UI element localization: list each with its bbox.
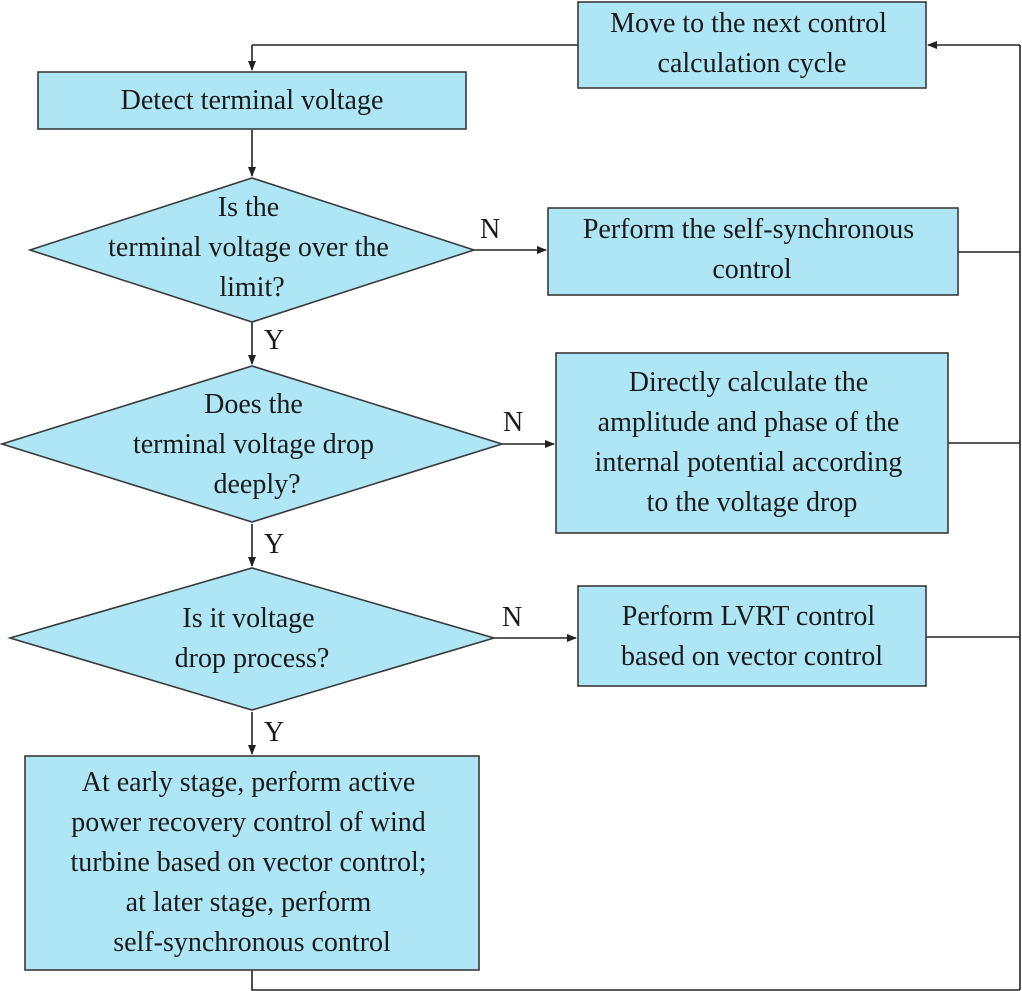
label-yes-over-limit: Y [264, 325, 284, 356]
recovery-line-4: at later stage, perform [126, 887, 372, 918]
svg-text:Does the terminal voltag: Does the terminal voltage drop deeply? [133, 389, 381, 500]
svg-text:Perform LVRT control bas: Perform LVRT control based on vector con… [621, 601, 883, 672]
direct-calc-line-4: to the voltage drop [647, 487, 858, 518]
over-limit-diamond [27, 177, 477, 323]
recovery-line-5: self-synchronous control [113, 927, 391, 958]
node-self-sync: Perform the self-synchronous control [547, 207, 959, 296]
detect-box [37, 71, 467, 130]
direct-calc-line-2: amplitude and phase of the [598, 407, 900, 438]
self-sync-box [547, 207, 959, 296]
over-limit-line-3: limit? [219, 272, 284, 303]
node-next-cycle: Move to the next control calculation cyc… [577, 1, 927, 89]
drop-deeply-line-3: deeply? [213, 469, 300, 500]
lvrt-line-2: based on vector control [621, 641, 883, 672]
label-no-over-limit: N [480, 214, 500, 245]
drop-process-line-1: Is it voltage [182, 603, 314, 634]
node-direct-calc: Directly calculate the amplitude and pha… [555, 352, 949, 534]
direct-calc-line-1: Directly calculate the [629, 367, 868, 398]
drop-process-line-2: drop process? [175, 643, 330, 674]
svg-text:Is it voltage drop proce: Is it voltage drop process? [175, 603, 330, 674]
svg-text:Perform the self-synchronous: Perform the self-synchronous control [583, 214, 921, 285]
decision-over-limit: Is the terminal voltage over the limit? [27, 177, 477, 323]
label-no-drop-deeply: N [503, 407, 523, 438]
svg-text:Directly calculate the a: Directly calculate the amplitude and pha… [595, 367, 910, 518]
over-limit-line-1: Is the [218, 192, 279, 223]
connectors [248, 41, 1021, 991]
lvrt-box [577, 585, 927, 687]
recovery-line-3: turbine based on vector control; [70, 847, 426, 878]
label-no-drop-process: N [502, 602, 522, 633]
feedback-from-recovery [251, 970, 1020, 991]
drop-deeply-diamond [0, 365, 505, 523]
node-recovery: At early stage, perform active power rec… [24, 755, 480, 971]
self-sync-line-2: control [712, 254, 792, 285]
decision-drop-deeply: Does the terminal voltage drop deeply? [0, 365, 505, 523]
next-cycle-box [577, 1, 927, 89]
label-yes-drop-deeply: Y [264, 529, 284, 560]
svg-text:Is the terminal voltage: Is the terminal voltage over the limit? [108, 192, 396, 303]
over-limit-line-2: terminal voltage over the [108, 232, 389, 263]
svg-text:Detect terminal voltage: Detect terminal voltage [121, 85, 384, 116]
svg-text:At early stage, perform active: At early stage, perform active power rec… [70, 767, 433, 958]
detect-line-1: Detect terminal voltage [121, 85, 384, 116]
label-yes-drop-process: Y [264, 717, 284, 748]
branch-labels: N Y N Y N Y [264, 214, 523, 748]
recovery-box [24, 755, 480, 971]
recovery-line-2: power recovery control of wind [71, 807, 426, 838]
svg-text:Move to the next control: Move to the next control calculation cyc… [610, 8, 894, 79]
drop-deeply-line-2: terminal voltage drop [133, 429, 374, 460]
drop-process-diamond [7, 567, 497, 711]
next-cycle-line-2: calculation cycle [658, 48, 847, 79]
decision-drop-process: Is it voltage drop process? [7, 567, 497, 711]
recovery-line-1: At early stage, perform active [82, 767, 416, 798]
lvrt-line-1: Perform LVRT control [622, 601, 876, 632]
node-lvrt: Perform LVRT control based on vector con… [577, 585, 927, 687]
direct-calc-box [555, 352, 949, 534]
drop-deeply-line-1: Does the [204, 389, 303, 420]
next-cycle-line-1: Move to the next control [610, 8, 887, 39]
self-sync-line-1: Perform the self-synchronous [583, 214, 914, 245]
node-detect: Detect terminal voltage [37, 71, 467, 130]
direct-calc-line-3: internal potential according [595, 447, 903, 478]
